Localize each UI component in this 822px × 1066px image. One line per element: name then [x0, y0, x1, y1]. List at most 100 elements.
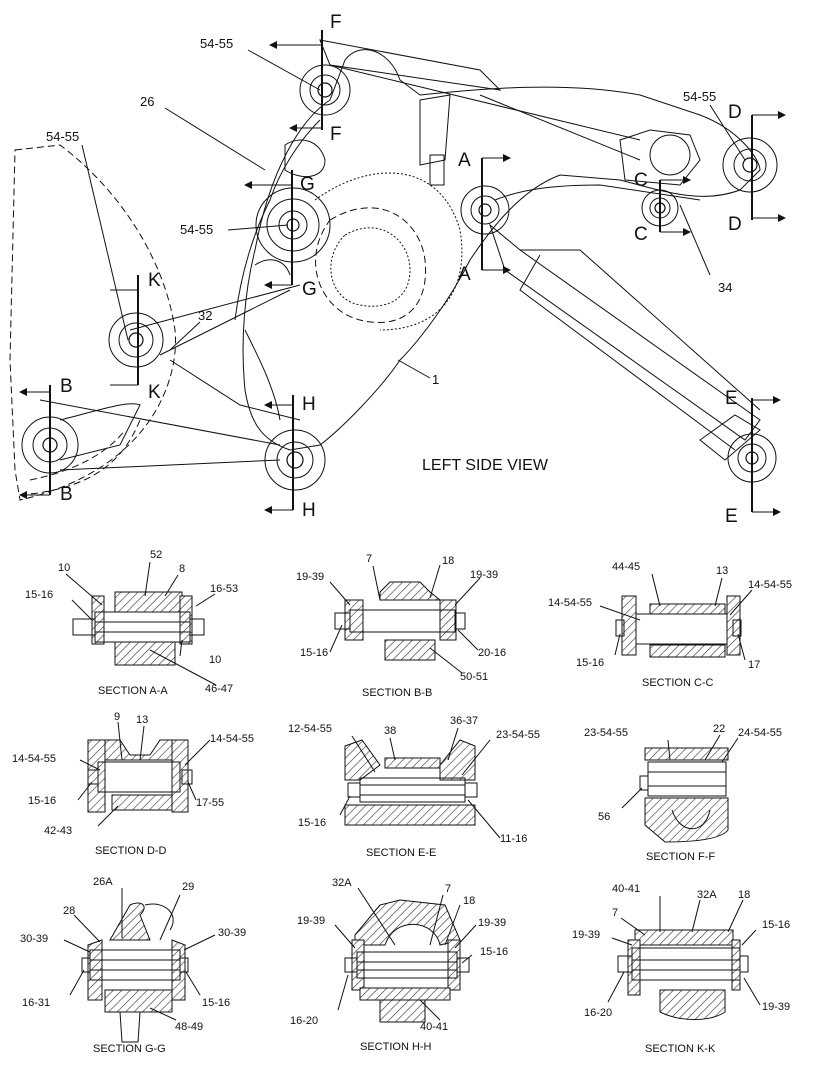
f-label-24-54-55: 24-54-55 [738, 727, 782, 739]
c-label-14-54-55-right: 14-54-55 [748, 579, 792, 591]
g-label-28: 28 [63, 905, 75, 917]
a-label-46-47: 46-47 [205, 683, 233, 695]
label-54-55-g: 54-55 [180, 222, 213, 237]
boom-outline [242, 49, 761, 451]
letter-b-bottom: B [60, 484, 73, 505]
h-label-40-41: 40-41 [420, 1021, 448, 1033]
letter-b-top: B [60, 376, 73, 397]
section-d-d: 9 13 14-54-55 14-54-55 15-16 17-55 42-43… [12, 711, 254, 857]
k-label-18: 18 [738, 889, 750, 901]
g-label-29: 29 [182, 881, 194, 893]
pin-k [108, 312, 164, 368]
h-label-18: 18 [463, 895, 475, 907]
g-label-26a: 26A [93, 876, 113, 888]
d-label-9: 9 [114, 711, 120, 723]
pin-f [299, 64, 351, 116]
k-label-19-39-left: 19-39 [572, 929, 600, 941]
letter-d-top: D [728, 102, 742, 123]
letter-e-bottom: E [725, 506, 738, 527]
k-label-7: 7 [612, 907, 618, 919]
bucket-outline [9, 144, 177, 501]
letter-g-top: G [300, 174, 315, 195]
h-label-32a: 32A [332, 877, 352, 889]
h-title: SECTION H-H [360, 1041, 432, 1053]
e-label-38: 38 [384, 725, 396, 737]
k-label-15-16: 15-16 [762, 919, 790, 931]
label-34: 34 [718, 280, 732, 295]
f-label-22: 22 [713, 723, 725, 735]
section-f-f: 23-54-55 22 24-54-55 56 SECTION F-F [584, 723, 782, 863]
g-title: SECTION G-G [93, 1043, 166, 1055]
a-label-16-53: 16-53 [210, 583, 238, 595]
d-label-14-54-55-left: 14-54-55 [12, 753, 56, 765]
c-label-13: 13 [716, 565, 728, 577]
a-label-10-bottom: 10 [209, 654, 221, 666]
c-label-14-54-55-left: 14-54-55 [548, 597, 592, 609]
view-title: LEFT SIDE VIEW [422, 457, 549, 474]
b-label-15-16: 15-16 [300, 647, 328, 659]
decal-box [429, 154, 445, 186]
letter-h-top: H [302, 394, 316, 415]
c-label-17: 17 [748, 659, 760, 671]
pin-h [264, 429, 326, 491]
main-view: 54-55 26 54-55 54-55 32 1 54-55 34 F F G… [9, 12, 786, 527]
e-title: SECTION E-E [366, 847, 436, 859]
b-label-7: 7 [366, 553, 372, 565]
label-54-55-d: 54-55 [683, 89, 716, 104]
a-label-15-16: 15-16 [25, 589, 53, 601]
c-label-44-45: 44-45 [612, 561, 640, 573]
letter-d-bottom: D [728, 214, 742, 235]
section-a-a: 10 52 8 15-16 16-53 10 46-47 SECTION A-A [25, 549, 238, 697]
e-label-23-54-55: 23-54-55 [496, 729, 540, 741]
a-title: SECTION A-A [98, 685, 168, 697]
a-label-10-top: 10 [58, 562, 70, 574]
d-label-17-55: 17-55 [196, 797, 224, 809]
letter-f-bottom: F [330, 124, 342, 145]
label-26: 26 [140, 94, 154, 109]
leader-lines [81, 49, 746, 379]
letter-e-top: E [725, 388, 738, 409]
k-label-16-20: 16-20 [584, 1007, 612, 1019]
g-label-30-39-left: 30-39 [20, 933, 48, 945]
label-54-55-left: 54-55 [46, 129, 79, 144]
c-title: SECTION C-C [642, 677, 714, 689]
d-label-13: 13 [136, 714, 148, 726]
letter-k-top: K [148, 270, 161, 291]
label-32: 32 [198, 308, 212, 323]
b-label-19-39-right: 19-39 [470, 569, 498, 581]
h-label-7: 7 [445, 883, 451, 895]
f-label-56: 56 [598, 811, 610, 823]
b-label-18: 18 [442, 555, 454, 567]
f-label-23-54-55: 23-54-55 [584, 727, 628, 739]
e-label-36-37: 36-37 [450, 715, 478, 727]
letter-c-bottom: C [634, 224, 648, 245]
g-label-48-49: 48-49 [175, 1021, 203, 1033]
letter-g-bottom: G [302, 279, 317, 300]
letter-f-top: F [330, 12, 342, 33]
letter-a-bottom: A [458, 264, 471, 285]
pin-d [649, 134, 778, 193]
section-c-c: 44-45 13 14-54-55 14-54-55 15-16 17 SECT… [548, 561, 792, 689]
k-label-32a: 32A [697, 889, 717, 901]
h-label-19-39-right: 19-39 [478, 917, 506, 929]
e-label-11-16: 11-16 [500, 833, 527, 845]
section-h-h: 32A 7 18 19-39 19-39 15-16 16-20 40-41 S… [290, 877, 508, 1053]
k-label-19-39-right: 19-39 [762, 1001, 790, 1013]
f-title: SECTION F-F [646, 851, 715, 863]
label-54-55-f: 54-55 [200, 36, 233, 51]
h-label-19-39-left: 19-39 [297, 915, 325, 927]
k-label-40-41: 40-41 [612, 883, 640, 895]
g-label-30-39-right: 30-39 [218, 927, 246, 939]
a-label-8: 8 [179, 563, 185, 575]
b-label-19-39-left: 19-39 [296, 571, 324, 583]
section-cuts [19, 30, 786, 516]
c-label-15-16: 15-16 [576, 657, 604, 669]
letter-c-top: C [634, 170, 648, 191]
d-label-42-43: 42-43 [44, 825, 72, 837]
a-label-52: 52 [150, 549, 162, 561]
d-label-15-16: 15-16 [28, 795, 56, 807]
e-label-15-16: 15-16 [298, 817, 326, 829]
letter-k-bottom: K [148, 382, 161, 403]
b-label-20-16: 20-16 [478, 647, 506, 659]
